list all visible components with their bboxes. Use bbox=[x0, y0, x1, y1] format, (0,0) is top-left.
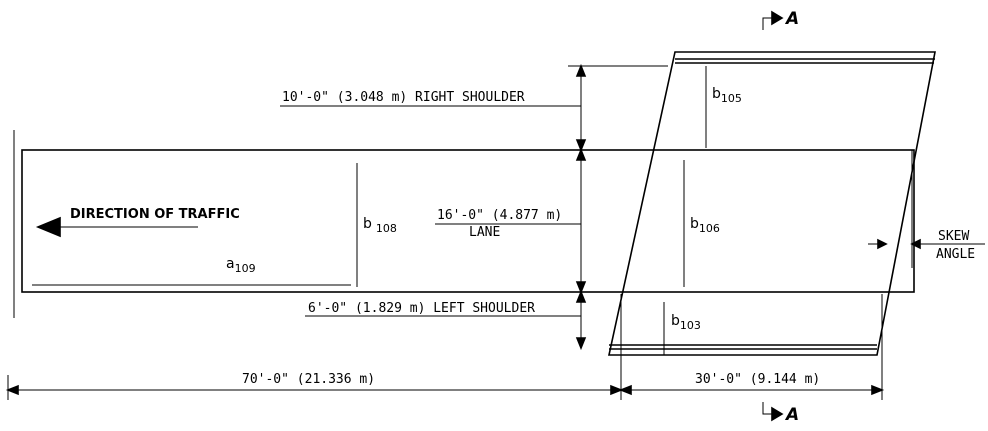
skew-label: SKEW bbox=[938, 229, 969, 244]
roadway-outline bbox=[21, 149, 915, 293]
arrowhead bbox=[575, 337, 587, 351]
arrowhead bbox=[575, 289, 587, 303]
dimension-ref-b103: b103 bbox=[671, 313, 701, 332]
arrowhead bbox=[618, 384, 632, 396]
section-label-bottom: A bbox=[784, 405, 799, 425]
arrowhead bbox=[575, 147, 587, 161]
arrowhead bbox=[5, 384, 19, 396]
section-label-top: A bbox=[784, 9, 799, 29]
left-shoulder-label: 6'-0" (1.829 m) LEFT SHOULDER bbox=[308, 301, 535, 316]
lane-label: LANE bbox=[469, 225, 500, 240]
dimension-ref-b106: b106 bbox=[690, 216, 720, 235]
arrowhead bbox=[575, 139, 587, 153]
section-arrow-icon bbox=[771, 10, 784, 26]
arrowhead bbox=[871, 384, 885, 396]
lane-dimension-label: 16'-0" (4.877 m) bbox=[437, 208, 562, 223]
section-marker-bottom bbox=[762, 402, 773, 415]
arrowhead bbox=[877, 238, 888, 250]
dimension-30-label: 30'-0" (9.144 m) bbox=[695, 372, 820, 387]
direction-arrow-icon bbox=[35, 216, 61, 238]
direction-of-traffic-label: DIRECTION OF TRAFFIC bbox=[70, 207, 240, 222]
dimension-ref-b105: b105 bbox=[712, 86, 742, 105]
dimension-70-label: 70'-0" (21.336 m) bbox=[242, 372, 375, 387]
section-marker-top bbox=[762, 17, 773, 30]
right-shoulder-label: 10'-0" (3.048 m) RIGHT SHOULDER bbox=[282, 90, 525, 105]
arrowhead bbox=[575, 63, 587, 77]
angle-label: ANGLE bbox=[936, 247, 975, 262]
bridge-deck bbox=[608, 51, 936, 356]
arrowhead bbox=[610, 384, 624, 396]
arrowhead bbox=[910, 238, 921, 250]
arrowhead bbox=[575, 281, 587, 295]
section-arrow-icon bbox=[771, 406, 784, 422]
dimension-ref-a109: a109 bbox=[226, 256, 256, 275]
